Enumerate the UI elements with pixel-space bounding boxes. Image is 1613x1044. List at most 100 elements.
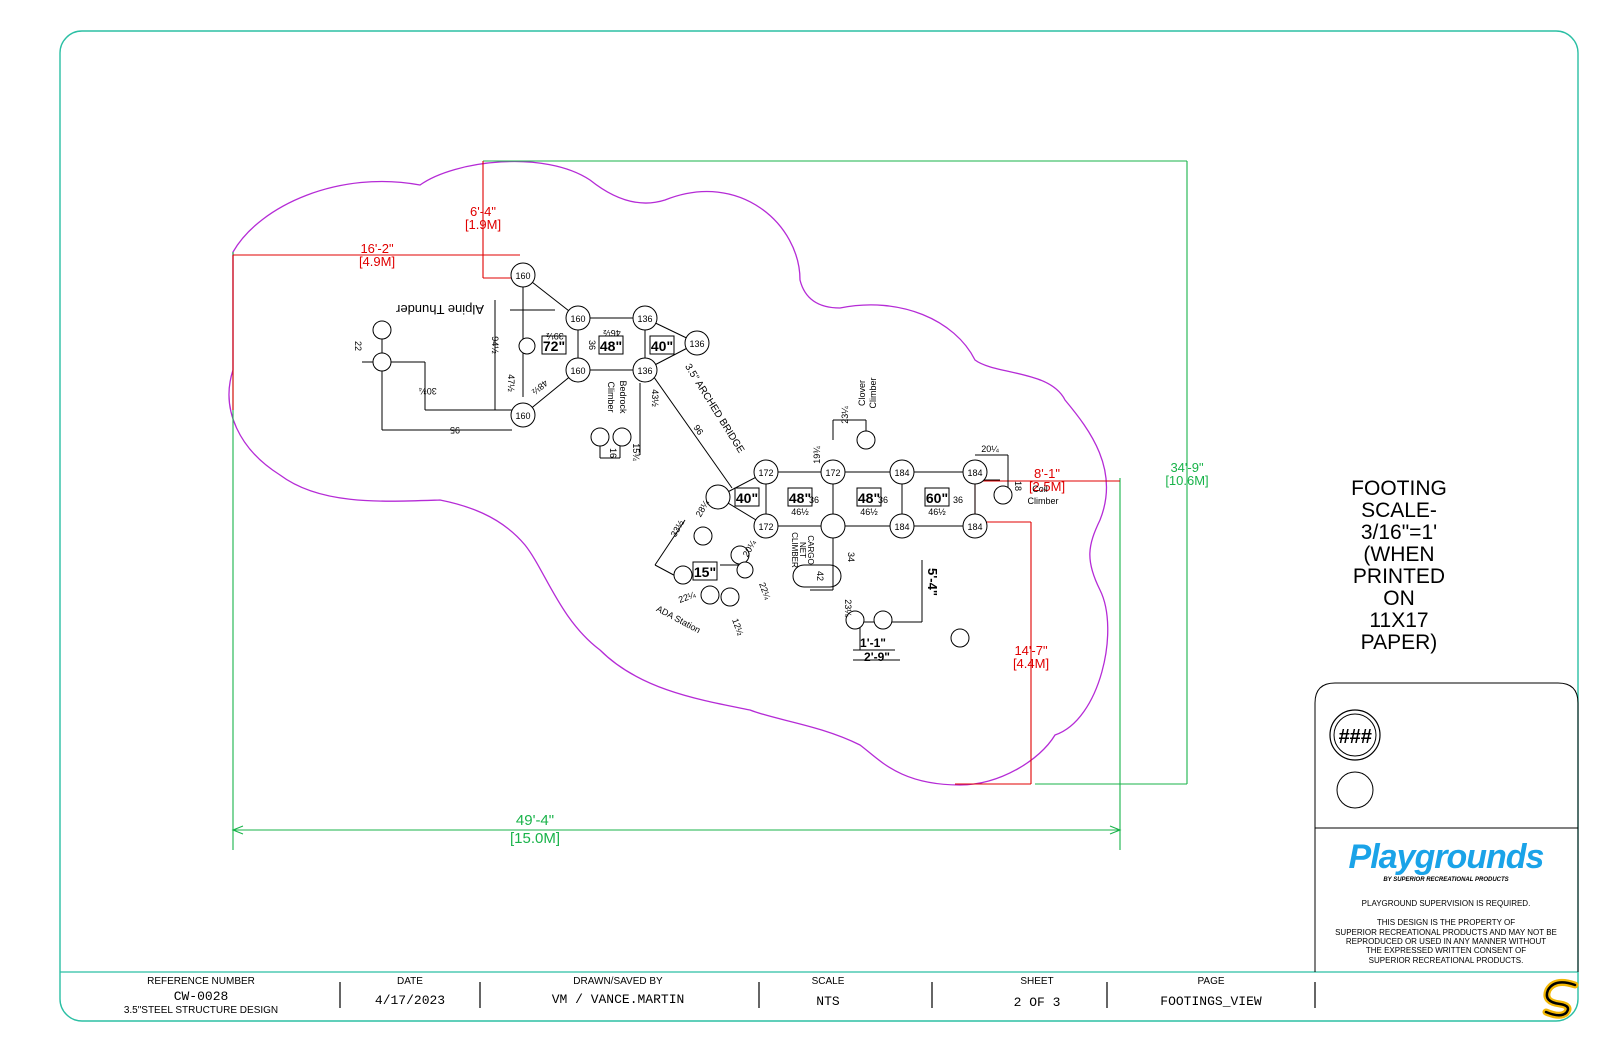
label-coil: Coil	[1032, 484, 1048, 494]
footing	[856, 430, 876, 450]
post	[753, 513, 779, 539]
footer-page-label: PAGE	[1197, 976, 1224, 987]
footer-sheet-value: 2 OF 3	[1014, 995, 1061, 1010]
footing	[518, 337, 536, 355]
post	[962, 459, 988, 485]
post-label: 184	[894, 522, 909, 532]
label-bedrock: Bedrock	[618, 380, 628, 414]
footing	[736, 561, 754, 579]
deck-labels: 72" 48" 40" 40" 48" 48" 60" 15"	[541, 335, 950, 581]
post	[565, 305, 591, 331]
post-label: 172	[758, 468, 773, 478]
company-logo-icon: S	[1542, 978, 1579, 1019]
small-dim: 22¼	[677, 589, 697, 605]
small-dim: 22	[353, 341, 363, 351]
title-block-frame	[1314, 682, 1579, 972]
small-dim: 12½	[730, 617, 746, 637]
post	[820, 513, 846, 539]
deck-label: 15"	[694, 564, 716, 580]
dim-red-4: 14'-7"	[1014, 643, 1048, 658]
post-label: 160	[570, 366, 585, 376]
small-dim: 46½	[791, 507, 809, 517]
dim-red-1-m: [1.9M]	[465, 217, 501, 232]
footing	[372, 320, 392, 340]
label-clover-2: Climber	[868, 377, 878, 408]
small-dim: 95	[450, 425, 460, 435]
post-label: 184	[967, 468, 982, 478]
small-dims: 22 94½ 47½ 30¾ 95 48½ 39½ 46½ 36 43½ 96 …	[353, 328, 1023, 664]
small-dim: 19¾	[812, 446, 822, 464]
small-dim: 18	[1013, 481, 1023, 491]
dim-red-2-m: [4.9M]	[359, 254, 395, 269]
footer-ref-value: CW-0028	[174, 989, 229, 1004]
small-dim: 16	[608, 448, 618, 458]
scale-note-line: 3/16"=1'	[1361, 521, 1437, 544]
badge-circle-inner	[1333, 713, 1377, 757]
deck-label: 48"	[858, 490, 880, 506]
small-dim: 34	[846, 552, 856, 562]
post	[889, 459, 915, 485]
post	[962, 513, 988, 539]
supervision-text: PLAYGROUND SUPERVISION IS REQUIRED.	[1362, 899, 1531, 908]
property-line: SUPERIOR RECREATIONAL PRODUCTS.	[1369, 956, 1524, 965]
footer-ref-label: REFERENCE NUMBER	[147, 976, 255, 987]
small-dim: 36	[809, 495, 819, 505]
brand-logo-text: Playgrounds	[1349, 838, 1544, 876]
footing	[993, 485, 1013, 505]
small-dim: 46½	[928, 507, 946, 517]
scale-note-line: SCALE-	[1361, 499, 1437, 522]
post-label: 184	[967, 522, 982, 532]
small-dim: 5'-4"	[925, 568, 940, 596]
dim-red-3-m: [2.5M]	[1029, 479, 1065, 494]
property-line: REPRODUCED OR USED IN ANY MANNER WITHOUT	[1346, 937, 1546, 946]
label-ada-station: ADA Station	[655, 604, 703, 636]
blank-circle	[1336, 771, 1374, 809]
footing	[693, 526, 713, 546]
small-dim: 39½	[546, 331, 564, 341]
scale-note-line: PAPER)	[1361, 631, 1438, 654]
post-label: 136	[637, 366, 652, 376]
badge-circle	[1329, 709, 1381, 761]
label-cargo: CARGO	[806, 535, 815, 564]
small-dim: 1'-1"	[860, 636, 886, 650]
small-dim: 48½	[530, 378, 550, 397]
post-label: 136	[689, 339, 704, 349]
post	[705, 484, 731, 510]
post-labels: 160 160 160 160 136 136 136 172 172 172 …	[515, 271, 982, 532]
small-dim: 23¼	[840, 406, 850, 424]
posts	[372, 262, 1013, 648]
footer-scale-label: SCALE	[812, 976, 845, 987]
dim-red-3: 8'-1"	[1034, 466, 1060, 481]
label-clover: Clover	[857, 380, 867, 406]
footing	[845, 610, 865, 630]
post	[510, 402, 536, 428]
post	[565, 357, 591, 383]
small-dim: 20¼	[981, 444, 999, 454]
dim-overall-depth: 34'-9"	[1170, 460, 1204, 475]
property-line: THIS DESIGN IS THE PROPERTY OF	[1377, 918, 1515, 927]
footing	[612, 427, 632, 447]
post	[632, 305, 658, 331]
footing	[873, 610, 893, 630]
use-zone-boundary	[228, 160, 1109, 786]
label-alpine-thunder: Alpine Thunder	[395, 302, 484, 317]
scale-note-line: 11X17	[1369, 609, 1428, 632]
footing	[720, 587, 740, 607]
footer-date-label: DATE	[397, 976, 423, 987]
small-dim: 42	[815, 571, 825, 581]
red-dimensions	[232, 161, 1120, 785]
small-dim: 96	[692, 423, 706, 437]
label-cargo-3: CLIMBER	[790, 532, 799, 568]
green-dimensions	[231, 160, 1188, 850]
post	[820, 459, 846, 485]
footer: REFERENCE NUMBER CW-0028 3.5"STEEL STRUC…	[124, 976, 1316, 1016]
footing	[590, 427, 610, 447]
small-dim: 20¼	[741, 538, 759, 559]
footing	[673, 565, 693, 585]
scale-note-line: FOOTING	[1351, 477, 1447, 500]
deck-label: 60"	[926, 490, 948, 506]
footer-sheet-label: SHEET	[1020, 976, 1053, 987]
footing	[700, 585, 720, 605]
footer-ref-sub: 3.5"STEEL STRUCTURE DESIGN	[124, 1005, 278, 1016]
dim-red-1: 6'-4"	[470, 204, 496, 219]
